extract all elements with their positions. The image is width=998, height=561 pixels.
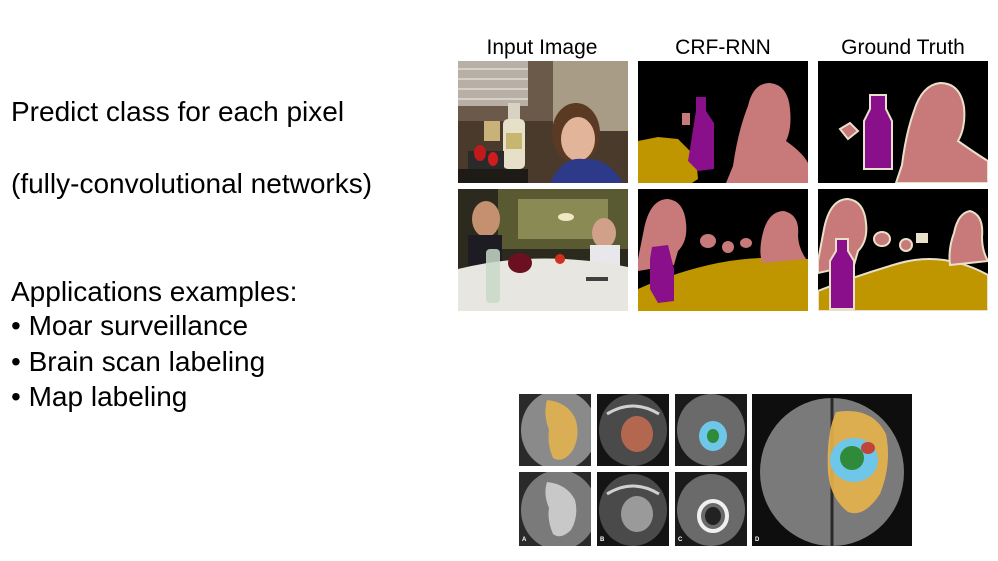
ground-truth-mask-1 <box>818 61 988 183</box>
bullet-glyph: • <box>11 381 21 412</box>
mri-panel-c-top <box>675 394 747 466</box>
header-input-image: Input Image <box>486 36 598 59</box>
bullet-item-map: • Map labeling <box>11 381 187 413</box>
slide-line-predict: Predict class for each pixel <box>11 96 345 127</box>
mri-panel-a-top <box>519 394 591 466</box>
bullet-item-brain-scan: • Brain scan labeling <box>11 346 265 378</box>
crf-rnn-mask-2 <box>638 189 808 311</box>
bullet-text: Brain scan labeling <box>28 346 266 377</box>
mri-panel-c-bottom: C <box>675 472 747 546</box>
mri-panel-b-bottom: B <box>597 472 669 546</box>
slide-line-fcn: (fully-convolutional networks) <box>11 168 373 199</box>
bullet-text: Moar surveillance <box>28 310 249 341</box>
bullet-glyph: • <box>11 346 21 377</box>
panel-label-b: B <box>600 537 605 543</box>
bullet-glyph: • <box>11 310 21 341</box>
bullet-text: Map labeling <box>28 381 188 412</box>
input-photo-dinner <box>458 189 628 311</box>
crf-rnn-mask-1 <box>638 61 808 183</box>
mri-panel-a-bottom: A <box>519 472 591 546</box>
panel-label-a: A <box>522 537 527 543</box>
bullet-item-surveillance: • Moar surveillance <box>11 310 248 342</box>
input-photo-woman <box>458 61 628 183</box>
applications-heading: Applications examples: <box>11 276 298 307</box>
header-crf-rnn: CRF-RNN <box>675 36 771 59</box>
header-ground-truth: Ground Truth <box>841 36 965 59</box>
mri-panel-d: D <box>752 394 912 546</box>
panel-label-d: D <box>755 537 760 543</box>
ground-truth-mask-2 <box>818 189 988 311</box>
mri-panel-b-top <box>597 394 669 466</box>
panel-label-c: C <box>678 537 683 543</box>
